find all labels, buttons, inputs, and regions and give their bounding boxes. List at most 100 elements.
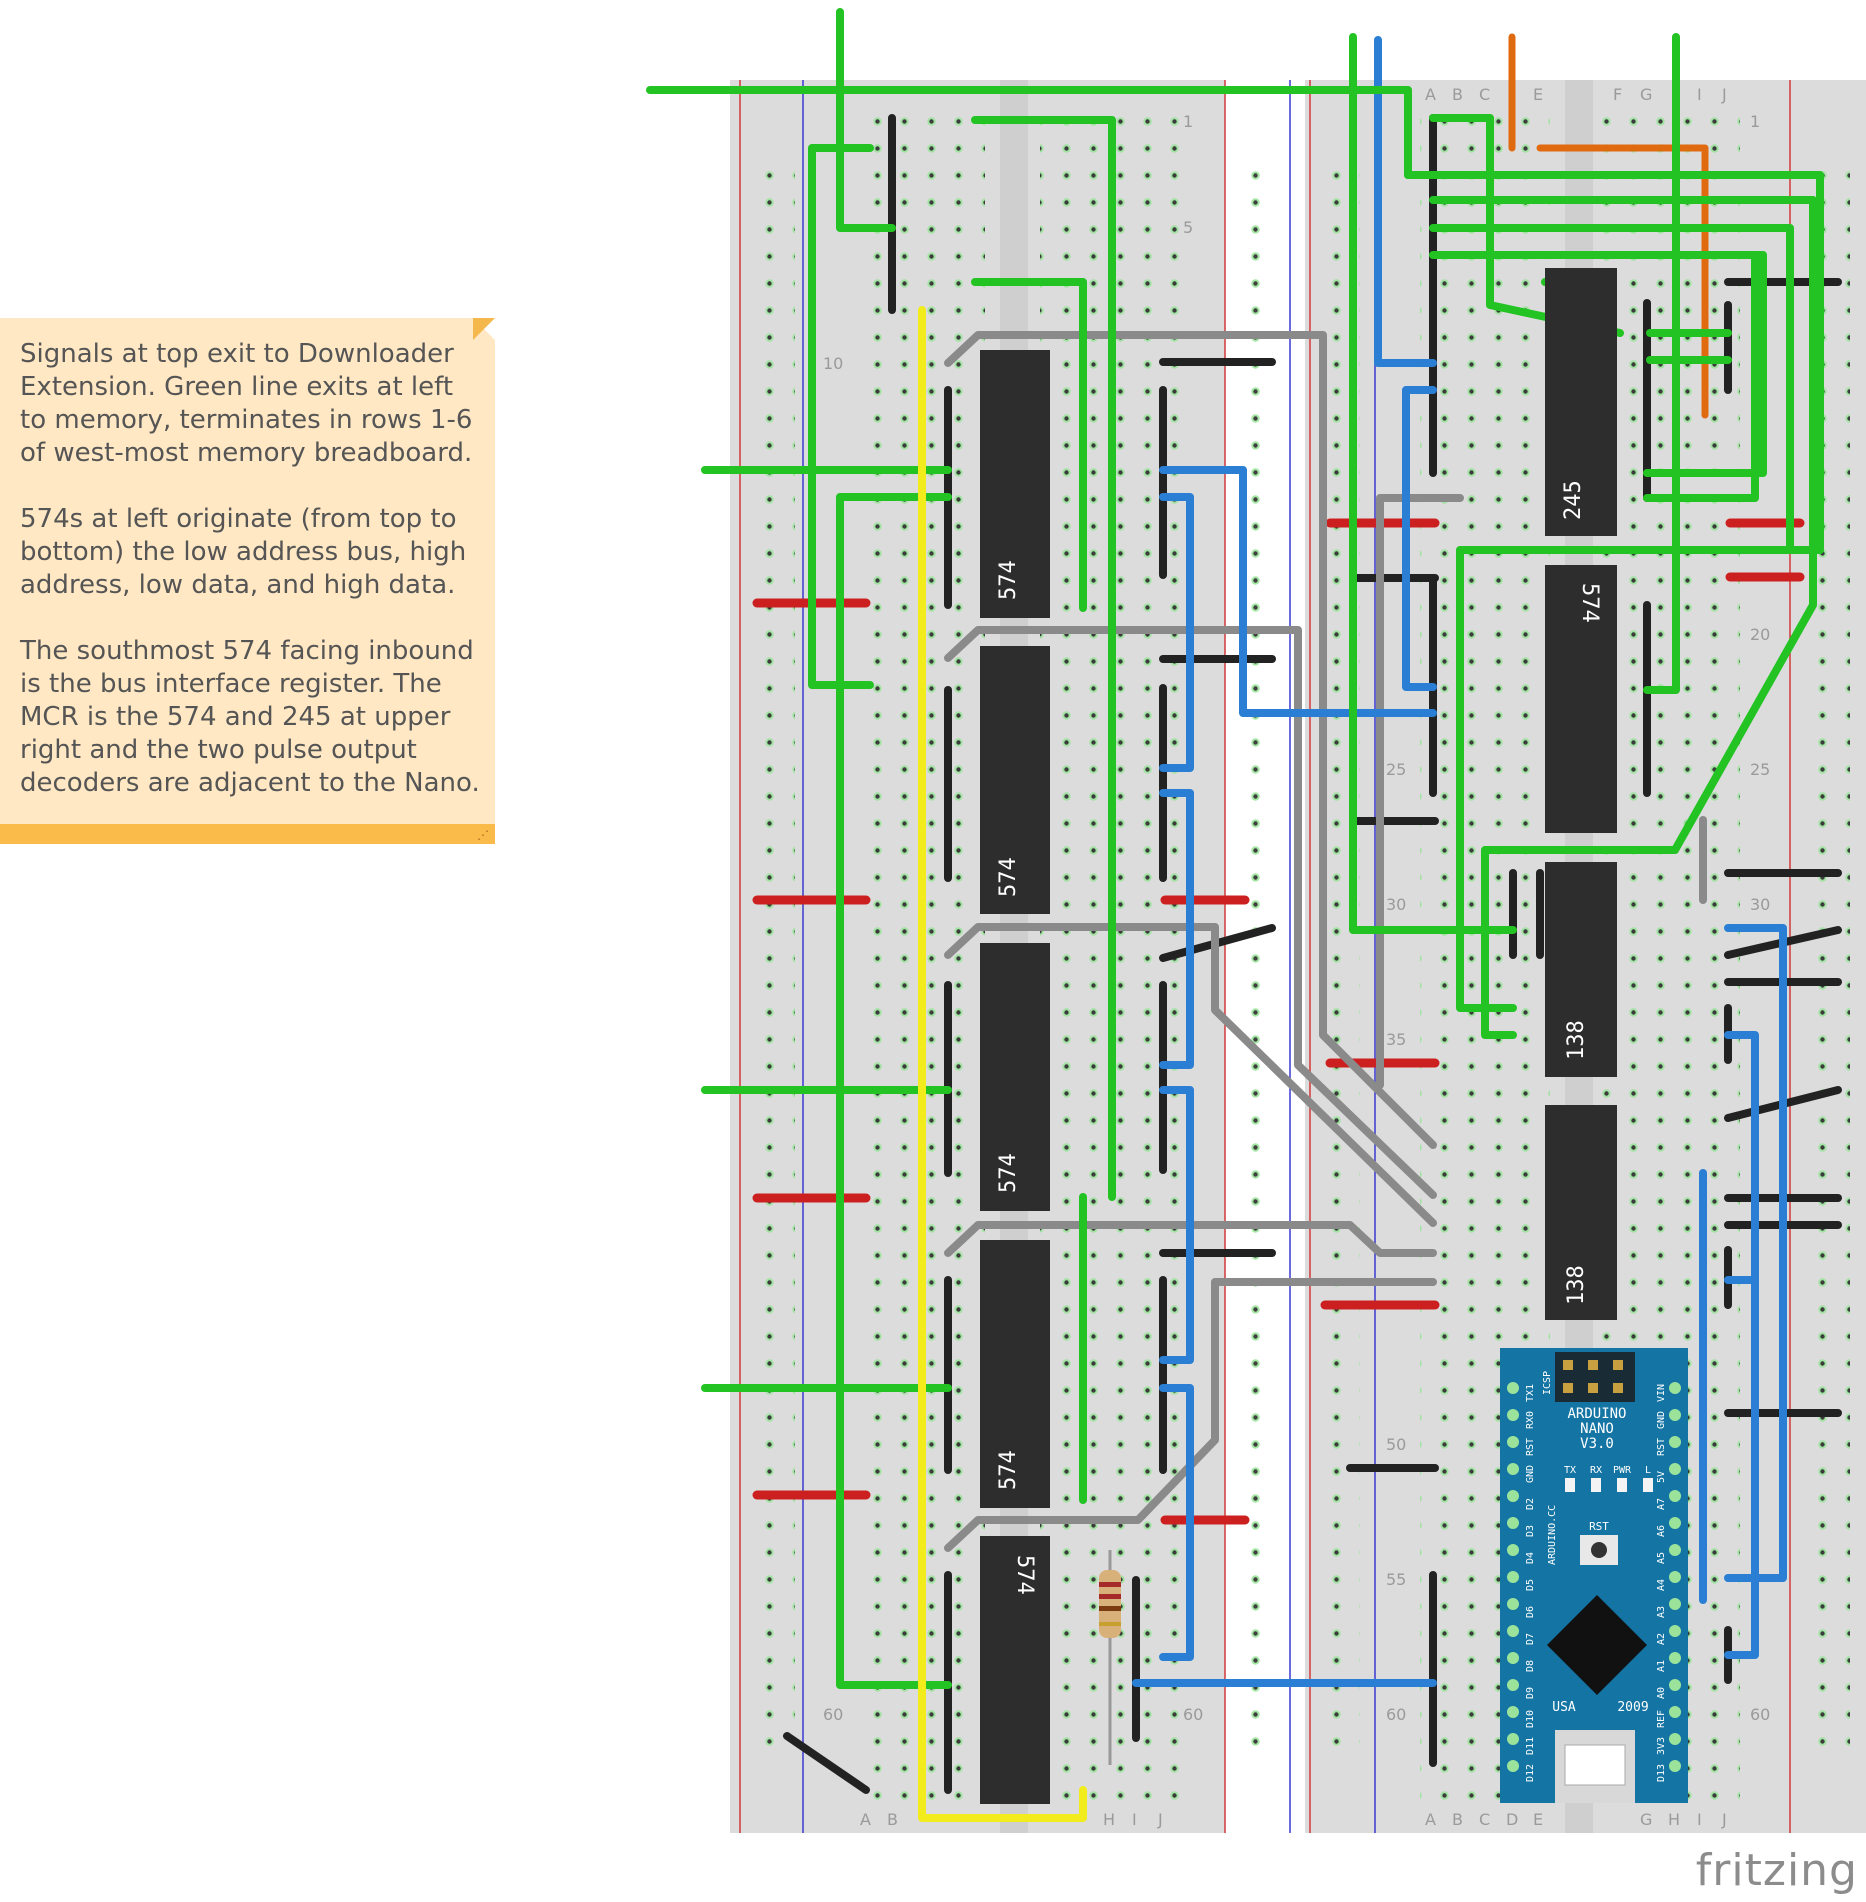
- row-number: 50: [1386, 1435, 1406, 1454]
- nano-pin-left: D12: [1525, 1764, 1536, 1782]
- nano-pin-left: D4: [1525, 1552, 1536, 1564]
- col-letter: G: [1640, 1810, 1652, 1829]
- fritzing-logo: fritzing: [1695, 1845, 1858, 1896]
- nano-pin-right: RST: [1656, 1438, 1667, 1456]
- row-number: 35: [1386, 1030, 1406, 1049]
- row-number: 25: [1750, 760, 1770, 779]
- row-number: 10: [823, 354, 843, 373]
- right-chips: 245 574 138 138: [1545, 268, 1617, 1320]
- resize-grip-icon[interactable]: ⋰: [477, 828, 489, 842]
- nano-pin-left: D11: [1525, 1737, 1536, 1755]
- col-letter: I: [1697, 1810, 1702, 1829]
- chip-label: 574: [1577, 583, 1602, 623]
- note-resize-bar[interactable]: ⋰: [0, 824, 495, 844]
- nano-led-label: L: [1645, 1465, 1651, 1476]
- chip-label: 574: [996, 560, 1021, 600]
- note-paragraph: The southmost 574 facing inbound is the …: [20, 636, 480, 798]
- nano-pin-right: A7: [1656, 1498, 1667, 1510]
- row-number: 60: [823, 1705, 843, 1724]
- resistor: [1099, 1550, 1121, 1765]
- nano-pin-left: D7: [1525, 1633, 1536, 1645]
- col-letter: H: [1103, 1810, 1115, 1829]
- nano-pin-right: A1: [1656, 1660, 1667, 1672]
- chip-138-a: [1545, 862, 1617, 1077]
- col-letter: J: [1721, 1810, 1727, 1829]
- nano-pin-right: A2: [1656, 1633, 1667, 1645]
- row-number: 30: [1750, 895, 1770, 914]
- column-letters: A B C E F G I J A B H I J A B C D E G H …: [860, 85, 1727, 1829]
- nano-pin-left: RST: [1525, 1438, 1536, 1456]
- nano-pin-right: 3V3: [1656, 1737, 1667, 1755]
- chip-245: [1545, 268, 1617, 536]
- chip-label: 574: [996, 857, 1021, 897]
- sticky-note[interactable]: Signals at top exit to Downloader Extens…: [0, 318, 495, 844]
- col-letter: C: [1479, 1810, 1490, 1829]
- row-number: 5: [1183, 218, 1193, 237]
- chip-574-high-address: [980, 646, 1050, 914]
- col-letter: A: [860, 1810, 871, 1829]
- nano-led-label: RX: [1590, 1465, 1602, 1476]
- col-letter: D: [1506, 1810, 1518, 1829]
- nano-pin-left: D10: [1525, 1710, 1536, 1728]
- nano-mcu: [1547, 1595, 1647, 1695]
- nano-version: V3.0: [1580, 1436, 1614, 1452]
- row-number: 25: [1386, 760, 1406, 779]
- red-wires: [752, 518, 1805, 1525]
- col-letter: G: [1640, 85, 1652, 104]
- nano-pin-left: TX1: [1525, 1384, 1536, 1402]
- yellow-wire: [918, 306, 1087, 1822]
- row-numbers: 1 5 10 1 20 25 30 25 30 35 50 55 60 60 6…: [823, 112, 1770, 1724]
- note-paragraph: 574s at left originate (from top to bott…: [20, 504, 467, 600]
- col-letter: B: [1452, 1810, 1463, 1829]
- nano-icsp: ICSP: [1542, 1371, 1553, 1395]
- chip-label: 138: [1564, 1020, 1589, 1060]
- nano-model: NANO: [1580, 1421, 1614, 1437]
- nano-pin-right: A0: [1656, 1687, 1667, 1699]
- col-letter: B: [887, 1810, 898, 1829]
- nano-pin-left: D2: [1525, 1498, 1536, 1510]
- green-wires: [646, 8, 1824, 1689]
- nano-led-label: PWR: [1613, 1465, 1632, 1476]
- nano-pin-left: RX0: [1525, 1411, 1536, 1429]
- nano-pin-right: VIN: [1656, 1384, 1667, 1402]
- chip-label: 574: [996, 1450, 1021, 1490]
- row-number: 30: [1386, 895, 1406, 914]
- row-number: 55: [1386, 1570, 1406, 1589]
- nano-rst: RST: [1589, 1520, 1609, 1533]
- nano-pin-left: D9: [1525, 1687, 1536, 1699]
- orange-wires: [1508, 33, 1709, 419]
- col-letter: B: [1452, 85, 1463, 104]
- col-letter: J: [1721, 85, 1727, 104]
- nano-pin-left: D3: [1525, 1525, 1536, 1537]
- chip-138-b: [1545, 1105, 1617, 1320]
- nano-pin-right: A6: [1656, 1525, 1667, 1537]
- chip-574-bus-interface: [980, 1536, 1050, 1804]
- col-letter: A: [1425, 85, 1436, 104]
- chip-574-mcr: [1545, 565, 1617, 833]
- nano-pin-right: A3: [1656, 1606, 1667, 1618]
- chip-574-high-data: [980, 1240, 1050, 1508]
- chip-label: 574: [996, 1153, 1021, 1193]
- row-number: 60: [1386, 1705, 1406, 1724]
- nano-year: 2009: [1617, 1700, 1648, 1715]
- row-number: 1: [1750, 112, 1760, 131]
- nano-pin-left: D6: [1525, 1606, 1536, 1618]
- row-number: 60: [1183, 1705, 1203, 1724]
- nano-title: ARDUINO: [1567, 1406, 1626, 1422]
- col-letter: I: [1697, 85, 1702, 104]
- nano-brand: ARDUINO.CC: [1547, 1505, 1558, 1565]
- col-letter: I: [1132, 1810, 1137, 1829]
- chip-label: 574: [1012, 1555, 1037, 1595]
- row-number: 60: [1750, 1705, 1770, 1724]
- nano-pin-right: D13: [1656, 1764, 1667, 1782]
- nano-pin-left: D5: [1525, 1579, 1536, 1591]
- col-letter: A: [1425, 1810, 1436, 1829]
- nano-usa: USA: [1552, 1700, 1576, 1715]
- note-paragraph: Signals at top exit to Downloader Extens…: [20, 339, 473, 468]
- note-text: Signals at top exit to Downloader Extens…: [20, 338, 480, 833]
- nano-pin-right: A5: [1656, 1552, 1667, 1564]
- nano-led-label: TX: [1564, 1465, 1576, 1476]
- chip-574-low-address: [980, 350, 1050, 618]
- nano-pin-left: D8: [1525, 1660, 1536, 1672]
